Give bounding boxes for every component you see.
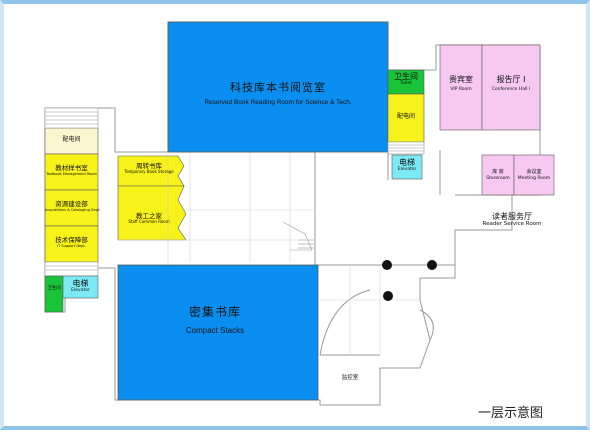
room-power-left	[44, 127, 99, 155]
toilet-left-zh: 卫生间	[47, 286, 61, 291]
label-acquisitions: 资源建设部 Acquisitions & Cataloging Dept.	[45, 200, 101, 213]
room-elevator-left	[62, 275, 99, 299]
meeting-en: Meeting Room	[517, 175, 551, 181]
label-textbook: 教材样书室 Textbook Management Room	[45, 164, 98, 177]
storeroom-en: Storeroom	[486, 175, 510, 181]
label-toilet-top: 卫生间 Toilet	[388, 72, 424, 86]
science-reading-zh: 科技库本书阅览室	[230, 81, 326, 94]
compact-stacks-zh: 密集书库	[188, 305, 241, 319]
textbook-en: Textbook Management Room	[46, 172, 97, 177]
label-meeting: 会议室 Meeting Room	[514, 169, 554, 181]
label-elevator-left: 电梯 Elevator	[63, 279, 98, 293]
compact-stacks-en: Compact Stacks	[185, 325, 245, 335]
reader-service-zh: 读者服务厅	[492, 212, 532, 221]
label-science-reading: 科技库本书阅览室 Reserved Book Reading Room for …	[170, 81, 386, 106]
label-compact-stacks: 密集书库 Compact Stacks	[160, 305, 270, 335]
elevator-center-zh: 电梯	[399, 158, 415, 167]
elevator-center-en: Elevator	[397, 167, 417, 173]
label-power-center: 配电间	[388, 113, 424, 121]
stairs-left-lower	[44, 261, 99, 277]
toilet-top-en: Toilet	[400, 81, 412, 87]
map-caption: 一层示意图	[478, 406, 544, 421]
room-textbook	[44, 153, 99, 191]
label-elevator-center: 电梯 Elevator	[392, 158, 422, 172]
label-vip: 贵宾室 VIP Room	[440, 75, 482, 92]
science-reading-en: Reserved Book Reading Room for Science &…	[204, 98, 352, 106]
acquisitions-en: Acquisitions & Cataloging Dept.	[45, 208, 101, 213]
power-center-zh: 配电间	[396, 113, 415, 120]
temp-storage-zh: 周转书库	[136, 162, 162, 170]
conference-en: Conference Hall I	[491, 87, 531, 93]
label-staff-common: 教工之家 Staff Common Room	[118, 212, 180, 225]
room-storeroom	[481, 154, 515, 196]
pillar	[427, 260, 437, 270]
acquisitions-zh: 资源建设部	[55, 200, 88, 208]
room-compact-stacks	[117, 264, 319, 401]
label-power-left: 配电间	[45, 136, 98, 144]
it-support-en: IT Support Dept.	[57, 244, 86, 249]
room-conference	[481, 44, 541, 131]
reader-service-en: Reader Service Room	[482, 221, 542, 228]
elevator-left-en: Elevator	[71, 288, 90, 294]
room-meeting	[513, 154, 555, 196]
elevator-left-zh: 电梯	[72, 279, 89, 288]
conference-zh: 报告厅 I	[496, 75, 526, 84]
room-acquisitions	[44, 189, 99, 227]
storeroom-zh: 库 房	[492, 169, 504, 175]
stairs-central	[282, 221, 314, 251]
room-elevator-center	[391, 154, 423, 180]
staff-common-en: Staff Common Room	[128, 219, 170, 225]
room-toilet-left	[44, 275, 64, 313]
power-left-zh: 配电间	[62, 136, 81, 143]
label-monitor-room: 监控室	[322, 375, 378, 381]
room-vip	[439, 44, 483, 131]
temp-storage-en: Temporary Book Storage	[124, 169, 174, 175]
pillar	[382, 260, 392, 270]
pillar	[383, 291, 393, 301]
stairs-left	[44, 107, 99, 129]
room-it-support	[44, 225, 99, 263]
room-toilet-top	[387, 69, 425, 95]
label-storeroom: 库 房 Storeroom	[482, 169, 514, 181]
label-it-support: 技术保障部 IT Support Dept.	[45, 236, 98, 249]
label-temp-storage: 周转书库 Temporary Book Storage	[118, 162, 180, 175]
textbook-zh: 教材样书室	[55, 164, 88, 172]
vip-zh: 贵宾室	[449, 75, 473, 84]
label-conference: 报告厅 I Conference Hall I	[482, 75, 540, 92]
it-support-zh: 技术保障部	[55, 236, 88, 244]
monitor-room-zh: 监控室	[341, 375, 359, 381]
staff-common-zh: 教工之家	[136, 212, 162, 220]
room-power-center	[387, 93, 425, 143]
stairs-center	[387, 141, 425, 155]
label-toilet-left: 卫生间	[45, 286, 63, 291]
label-reader-service: 读者服务厅 Reader Service Room	[470, 212, 554, 228]
meeting-zh: 会议室	[526, 169, 542, 175]
room-science-reading	[167, 21, 389, 153]
vip-en: VIP Room	[450, 87, 472, 93]
toilet-top-zh: 卫生间	[394, 72, 418, 81]
